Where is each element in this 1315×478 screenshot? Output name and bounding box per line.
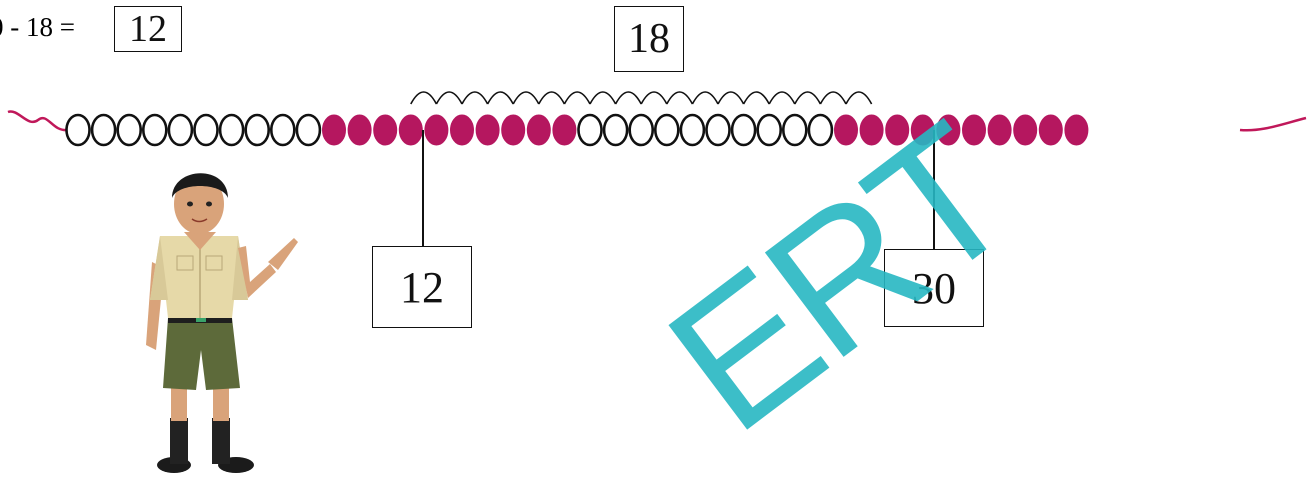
jump-count-box: 18	[614, 6, 684, 72]
boy-illustration	[146, 173, 298, 473]
jump-arcs	[410, 91, 873, 105]
white-bead	[244, 113, 271, 147]
jump-arc	[589, 91, 617, 105]
beads	[65, 113, 1089, 147]
start-marker-box: 12	[372, 246, 472, 328]
white-bead	[602, 113, 629, 147]
red-bead	[962, 114, 986, 146]
red-bead	[834, 114, 858, 146]
red-bead	[987, 114, 1012, 146]
jump-arc	[794, 91, 822, 105]
red-bead	[859, 114, 884, 146]
red-bead	[450, 114, 474, 146]
jump-arc	[614, 91, 642, 105]
white-bead	[116, 113, 142, 147]
jump-arc	[512, 91, 540, 105]
jump-arc	[819, 91, 847, 105]
red-bead	[1064, 114, 1089, 146]
red-bead	[1038, 114, 1063, 146]
white-bead	[90, 113, 117, 147]
jump-arc	[435, 91, 463, 105]
equation-text: 0 - 18 =	[0, 11, 75, 42]
jump-arc	[486, 91, 514, 105]
red-bead	[424, 114, 449, 146]
white-bead	[653, 113, 680, 147]
white-bead	[730, 113, 757, 147]
white-bead	[756, 113, 783, 147]
red-bead	[936, 114, 961, 146]
white-bead	[705, 113, 731, 147]
subtraction-equation: 0 - 18 =	[0, 6, 75, 48]
white-bead	[781, 113, 808, 147]
white-bead	[167, 113, 194, 147]
jump-arc	[742, 91, 770, 105]
jump-arc	[691, 91, 719, 105]
red-bead	[373, 114, 398, 146]
red-bead	[475, 114, 500, 146]
white-bead	[269, 113, 296, 147]
thread-right	[1239, 116, 1307, 132]
white-bead	[295, 113, 322, 147]
jump-arc	[640, 91, 668, 105]
jump-arc	[410, 91, 438, 105]
white-bead	[218, 113, 245, 147]
jump-arc	[538, 91, 566, 105]
jump-arc	[845, 91, 873, 105]
white-bead	[679, 113, 706, 147]
white-bead	[577, 113, 603, 147]
red-bead	[885, 114, 910, 146]
thread-left	[7, 110, 69, 132]
jump-arc	[563, 91, 591, 105]
jump-arc	[717, 91, 745, 105]
red-bead	[322, 114, 346, 146]
jump-arc	[768, 91, 796, 105]
white-bead	[628, 113, 655, 147]
jump-arc	[666, 91, 694, 105]
white-bead	[807, 113, 834, 147]
red-bead	[347, 114, 372, 146]
white-bead	[65, 113, 91, 147]
red-bead	[552, 114, 577, 146]
white-bead	[193, 113, 219, 147]
white-bead	[142, 113, 168, 147]
red-bead	[398, 114, 423, 146]
red-bead	[1013, 114, 1038, 146]
red-bead	[501, 114, 526, 146]
equation-answer-box: 12	[114, 6, 182, 52]
jump-arc	[461, 91, 489, 105]
red-bead	[526, 114, 551, 146]
end-marker-box: 30	[884, 249, 984, 327]
